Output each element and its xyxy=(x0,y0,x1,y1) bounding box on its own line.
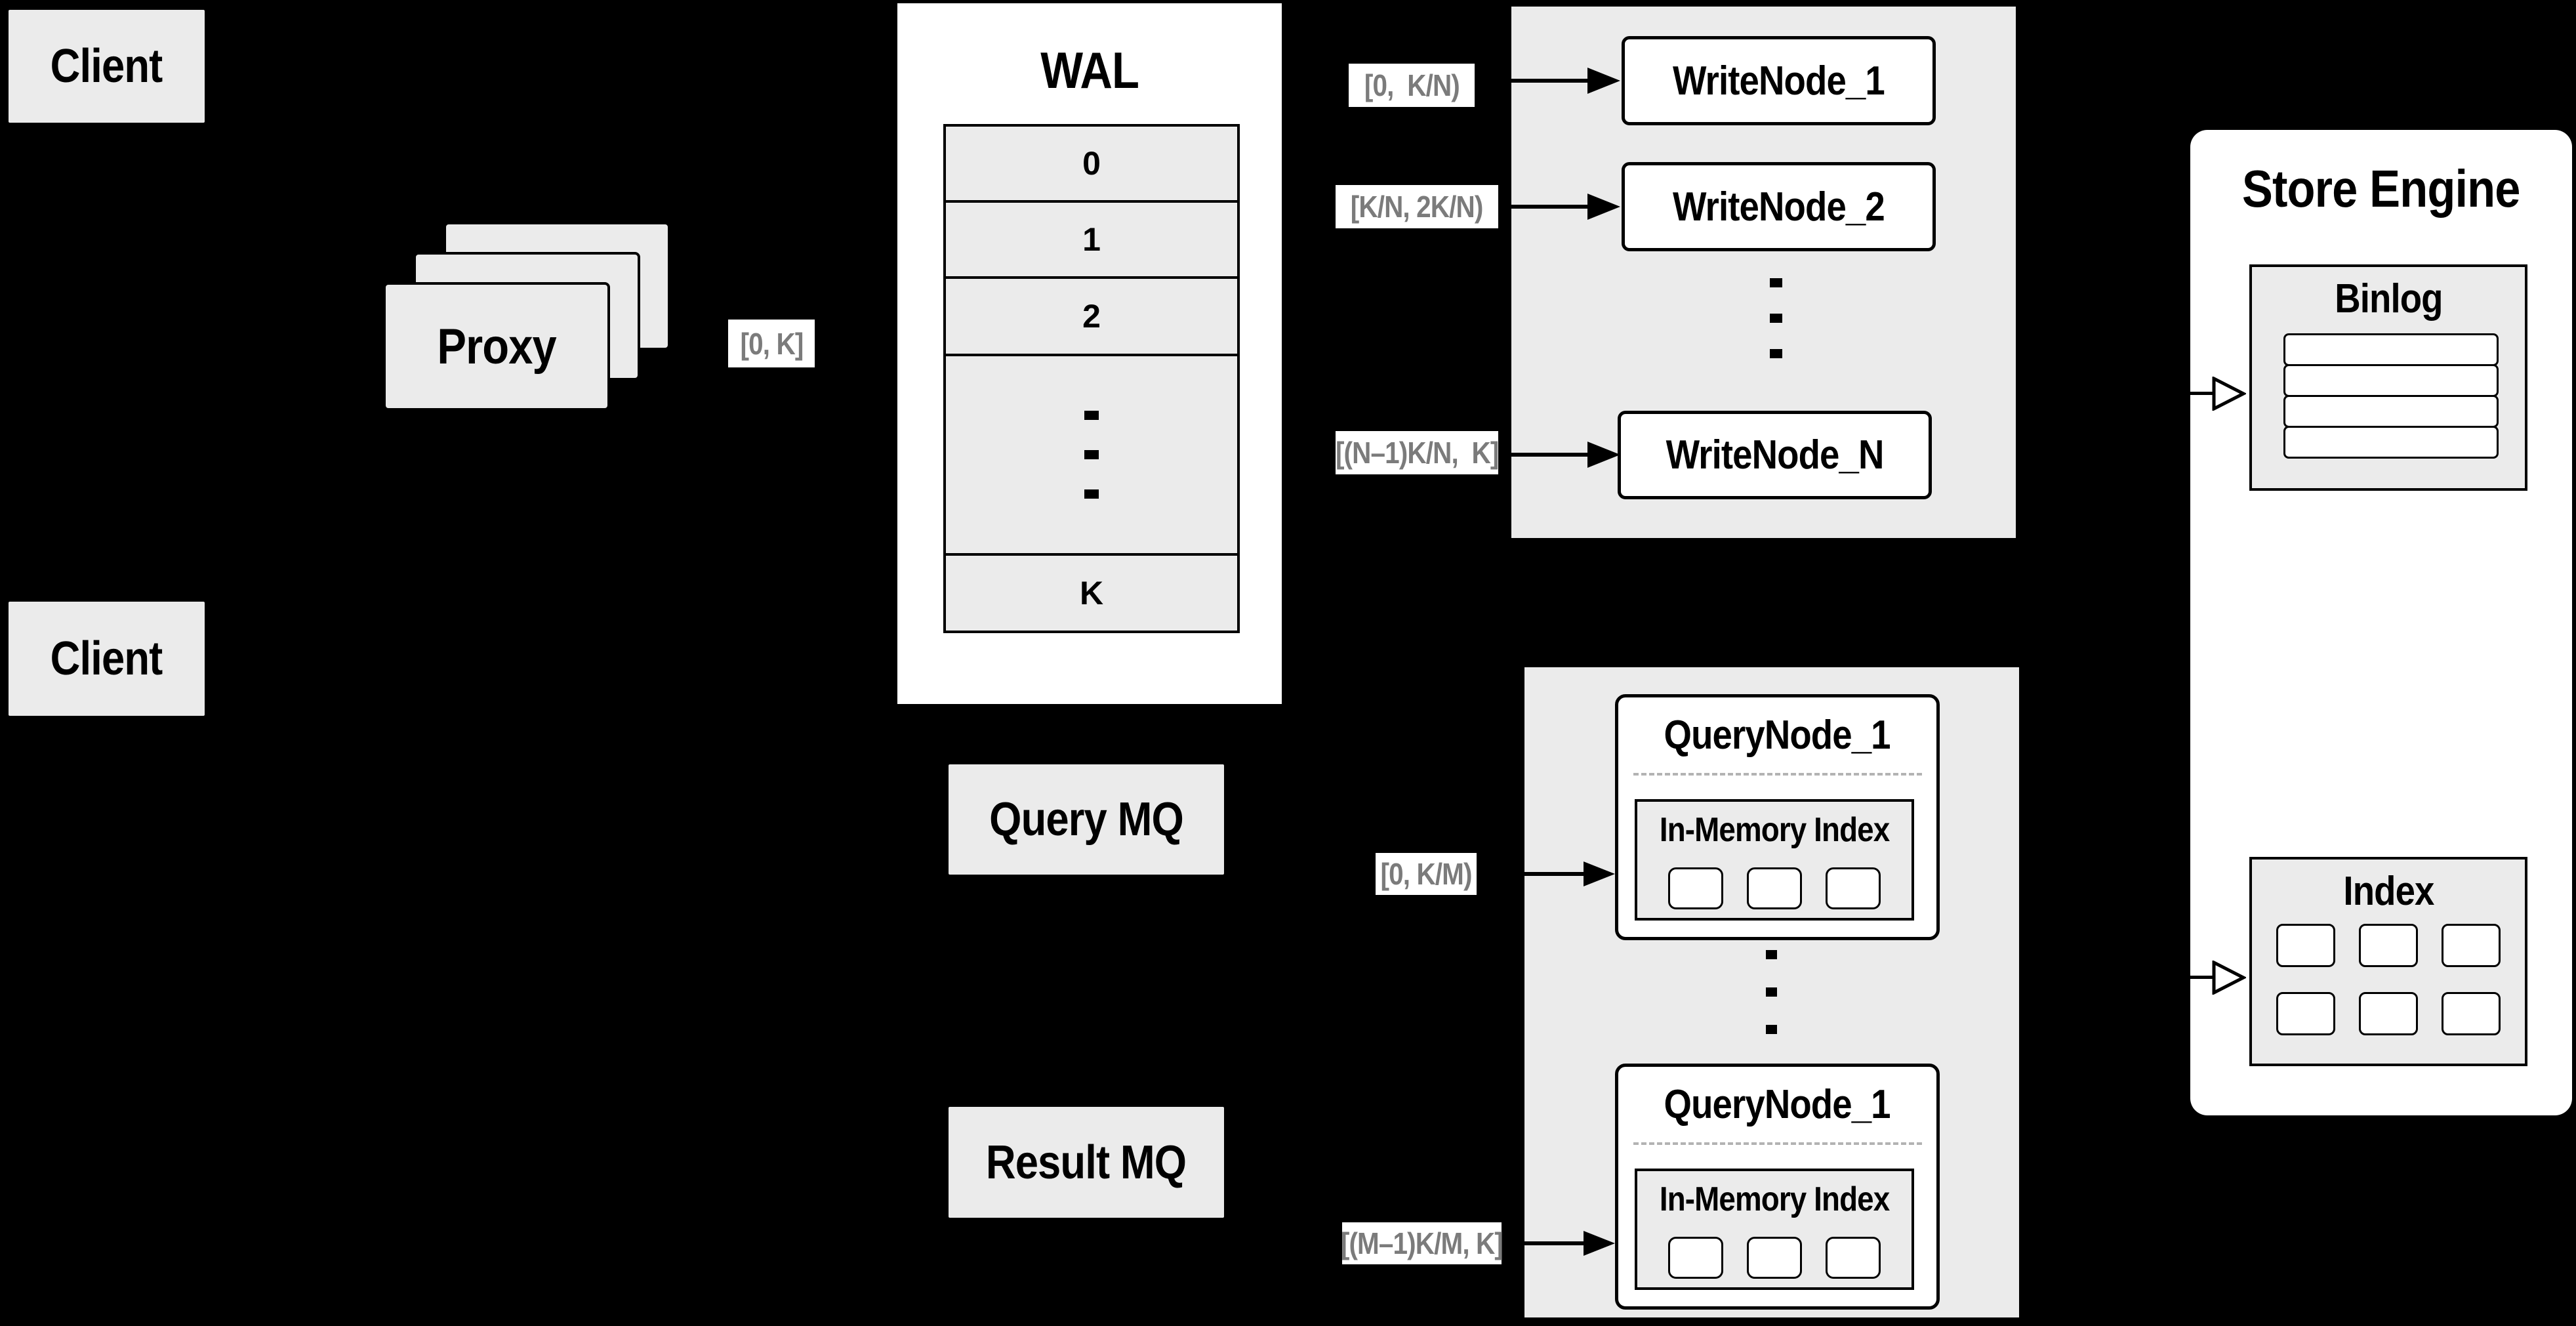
open-arrowhead-to-index-icon xyxy=(2212,961,2246,995)
index-cell xyxy=(2359,924,2418,967)
wal-panel: WAL 0 1 2 K xyxy=(897,3,1282,704)
binlog-row xyxy=(2283,333,2499,366)
write-node-n-box: WriteNode_N xyxy=(1618,411,1932,499)
arrow-line-to-querynode-1 xyxy=(1515,872,1585,876)
binlog-title: Binlog xyxy=(2334,276,2443,321)
range-label-write-n: [(N–1)K/N, K] xyxy=(1336,431,1499,474)
memory-segment xyxy=(1747,1237,1802,1279)
client-label: Client xyxy=(51,40,163,93)
arrow-line-to-index xyxy=(2184,976,2215,979)
write-node-2-box: WriteNode_2 xyxy=(1622,162,1936,251)
arrow-line-to-querynode-2 xyxy=(1515,1241,1585,1245)
query-mq-box: Query MQ xyxy=(947,762,1226,877)
result-mq-box: Result MQ xyxy=(947,1105,1226,1220)
in-memory-index-1-title: In-Memory Index xyxy=(1659,811,1890,849)
wal-segment-row: 0 xyxy=(1082,145,1101,182)
index-cell xyxy=(2442,924,2501,967)
wal-segment-row-last: K xyxy=(946,553,1237,631)
vertical-dots-icon xyxy=(1766,950,1777,1034)
binlog-row xyxy=(2283,426,2499,459)
vertical-dots-icon xyxy=(1084,411,1099,499)
memory-segment xyxy=(1826,867,1881,909)
vertical-dots-icon xyxy=(1770,278,1782,358)
store-engine-title: Store Engine xyxy=(2242,159,2521,218)
query-node-1-title: QueryNode_1 xyxy=(1664,712,1891,758)
client-box-1: Client xyxy=(7,8,207,125)
memory-segment xyxy=(1668,867,1723,909)
memory-segment xyxy=(1826,1237,1881,1279)
wal-segment-row: 2 xyxy=(946,276,1237,354)
binlog-row xyxy=(2283,395,2499,428)
index-cell xyxy=(2359,992,2418,1035)
wal-title: WAL xyxy=(1040,41,1139,99)
index-cell xyxy=(2276,992,2335,1035)
memory-segment xyxy=(1747,867,1802,909)
query-node-1-divider xyxy=(1633,773,1922,776)
proxy-label: Proxy xyxy=(437,318,556,375)
wal-segment-table: 0 1 2 K xyxy=(943,124,1240,633)
wal-ellipsis-row xyxy=(946,354,1237,553)
binlog-row xyxy=(2283,364,2499,397)
index-title: Index xyxy=(2342,868,2434,914)
query-node-2-divider xyxy=(1633,1142,1922,1145)
memory-segment xyxy=(1668,1237,1723,1279)
arrowhead-to-writenode-n xyxy=(1587,442,1620,468)
proxy-card-front: Proxy xyxy=(383,282,610,411)
arrowhead-to-writenode-2 xyxy=(1587,194,1620,220)
in-memory-index-2-title: In-Memory Index xyxy=(1659,1180,1890,1218)
range-label-query-2: [(M–1)K/M, K] xyxy=(1341,1222,1503,1264)
arrow-line-to-writenode-1 xyxy=(1502,79,1587,83)
arrowhead-to-writenode-1 xyxy=(1587,68,1620,94)
arrowhead-to-querynode-2 xyxy=(1584,1231,1615,1256)
open-arrowhead-to-binlog-icon xyxy=(2212,377,2246,411)
client-box-2: Client xyxy=(7,600,207,718)
range-label-write-1: [0, K/N) xyxy=(1349,64,1475,107)
write-node-1-box: WriteNode_1 xyxy=(1622,36,1936,125)
arrow-line-to-writenode-2 xyxy=(1502,205,1587,209)
index-cell xyxy=(2276,924,2335,967)
client-label: Client xyxy=(51,632,163,685)
arrow-line-to-binlog xyxy=(2184,392,2215,395)
range-label-proxy-to-wal: [0, K] xyxy=(728,320,815,367)
range-label-write-2: [K/N, 2K/N) xyxy=(1336,185,1498,228)
arrowhead-to-querynode-1 xyxy=(1584,861,1615,886)
query-node-2-title: QueryNode_1 xyxy=(1664,1081,1891,1127)
wal-segment-row: 1 xyxy=(946,200,1237,276)
arrow-line-to-writenode-n xyxy=(1502,453,1587,457)
index-cell xyxy=(2442,992,2501,1035)
range-label-query-1: [0, K/M) xyxy=(1376,853,1477,895)
